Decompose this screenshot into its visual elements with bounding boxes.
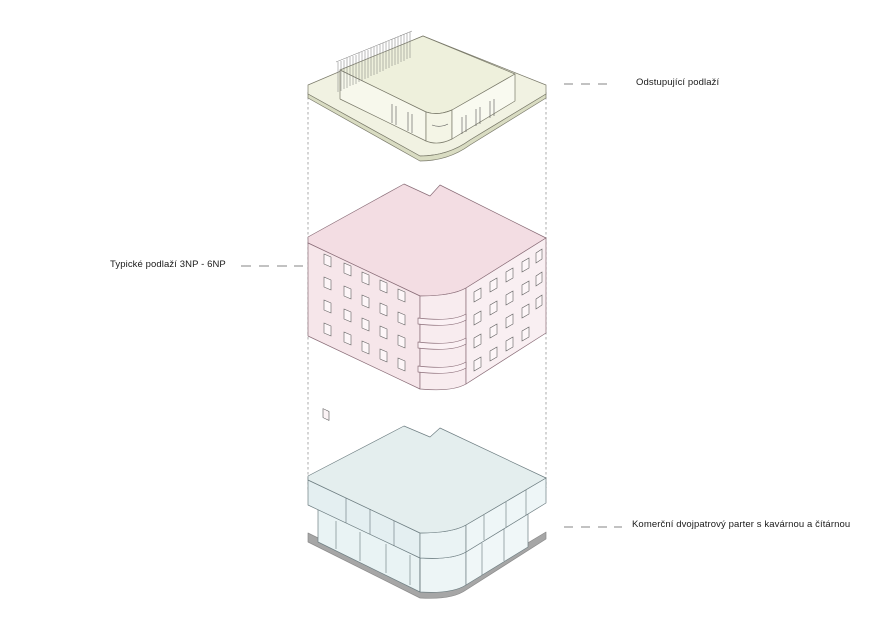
typical-floors — [307, 183, 547, 421]
ground-floors — [307, 425, 547, 599]
typical-windows-left-grid — [323, 253, 406, 372]
corner-balconies — [417, 313, 467, 374]
setback-windows — [391, 99, 495, 134]
typical-windows-left — [322, 408, 330, 421]
label-ground-floor: Komerční dvojpatrový parter s kavárnou a… — [632, 519, 851, 530]
setback-floor — [307, 30, 547, 162]
label-typical-floors: Typické podlaží 3NP - 6NP — [110, 259, 226, 270]
pergola — [335, 30, 413, 92]
typical-windows-right-grid — [473, 248, 543, 372]
leader-lines — [241, 83, 622, 528]
label-setback-floor: Odstupující podlaží — [636, 77, 720, 88]
